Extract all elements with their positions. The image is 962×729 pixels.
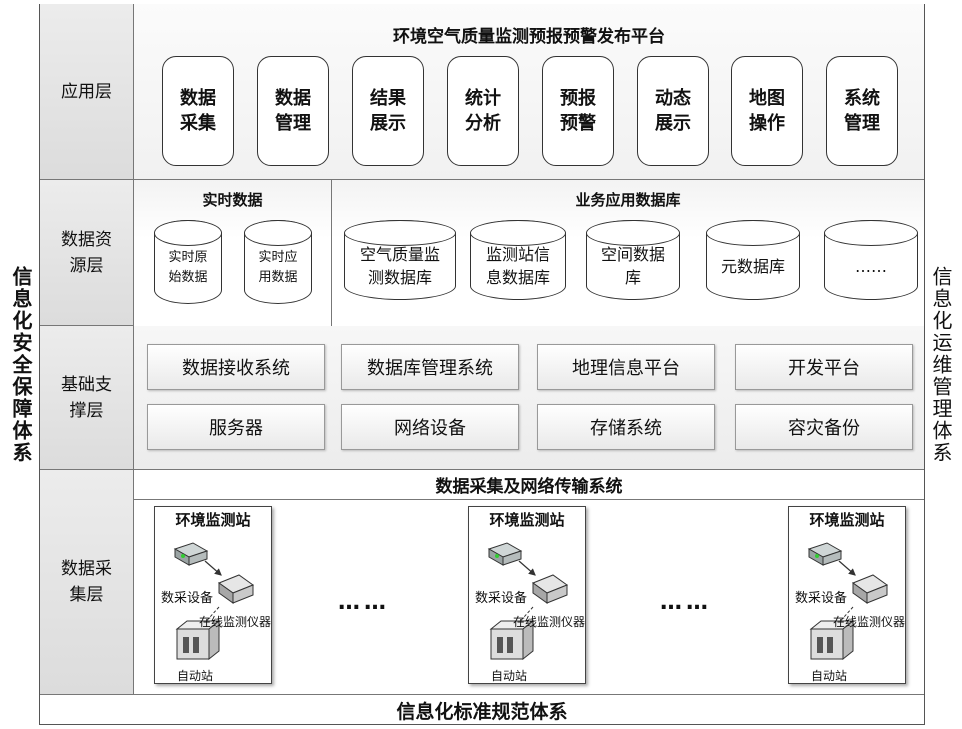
business-database-title: 业务应用数据库: [575, 191, 681, 209]
air-quality-db: 空气质量监 测数据库: [343, 219, 457, 300]
gis-platform: 地理信息平台: [537, 344, 715, 390]
module-system-management: 系统 管理: [826, 56, 898, 166]
auto-station-label: 自动站: [811, 669, 848, 683]
monitor-instrument-label: 在线监测仪器: [513, 615, 586, 629]
operations-system-label: 信息化运维管理体系: [929, 265, 953, 464]
layer-label-base-support: 基础支 撑层: [40, 326, 134, 470]
station-devices-icon: [173, 542, 255, 661]
layer-label-application: 应用层: [40, 4, 134, 180]
daq-device-icon: [487, 542, 523, 566]
station-ellipsis: ……: [338, 590, 390, 615]
auto-station-icon: [809, 619, 855, 661]
database-management-system: 数据库管理系统: [341, 344, 519, 390]
realtime-raw-data-db: 实时原 始数据: [153, 219, 223, 304]
auto-station-label: 自动站: [491, 669, 528, 683]
station-info-db: 监测站信 息数据库: [469, 219, 567, 300]
storage-system: 存储系统: [537, 404, 715, 450]
daq-device-label: 数采设备: [795, 591, 848, 606]
development-platform: 开发平台: [735, 344, 913, 390]
module-statistics: 统计 分析: [447, 56, 519, 166]
auto-station-icon: [489, 619, 535, 661]
transport-system-title: 数据采集及网络传输系统: [134, 470, 924, 500]
auto-station-icon: [175, 619, 221, 661]
module-map-operation: 地图 操作: [731, 56, 803, 166]
daq-device-label: 数采设备: [161, 591, 214, 606]
standards-system-title: 信息化标准规范体系: [396, 700, 568, 723]
monitor-instrument-label: 在线监测仪器: [833, 615, 906, 629]
platform-title: 环境空气质量监测预报预警发布平台: [393, 27, 665, 47]
application-layer: 环境空气质量监测预报预警发布平台 数据 采集 数据 管理 结果 展示 统计 分析…: [134, 4, 924, 180]
layer-label-data-resource: 数据资 源层: [40, 180, 134, 326]
station-ellipsis: ……: [660, 590, 712, 615]
module-data-collection: 数据 采集: [162, 56, 234, 166]
spatial-db: 空间数据 库: [585, 219, 681, 300]
module-dynamic-display: 动态 展示: [637, 56, 709, 166]
realtime-app-data-db: 实时应 用数据: [243, 219, 313, 304]
daq-device-label: 数采设备: [475, 591, 528, 606]
disaster-backup: 容灾备份: [735, 404, 913, 450]
station-title: 环境监测站: [809, 511, 885, 529]
module-forecast-warning: 预报 预警: [542, 56, 614, 166]
network-equipment: 网络设备: [341, 404, 519, 450]
security-system-bar: 信息化安全保障体系: [4, 4, 40, 725]
business-database-section: 业务应用数据库 空气质量监 测数据库 监测站信 息数据库 空间数据 库 元数据库…: [332, 180, 924, 326]
base-support-layer: 数据接收系统 数据库管理系统 地理信息平台 开发平台 服务器 网络设备 存储系统…: [134, 326, 924, 470]
realtime-data-section: 实时数据 实时原 始数据 实时应 用数据: [134, 180, 332, 326]
realtime-data-title: 实时数据: [202, 191, 263, 209]
monitoring-station: 环境监测站 数采设备: [788, 506, 906, 684]
server: 服务器: [147, 404, 325, 450]
station-devices-icon: [807, 542, 889, 661]
monitor-instrument-label: 在线监测仪器: [199, 615, 272, 629]
monitor-instrument-icon: [217, 574, 255, 604]
daq-device-icon: [807, 542, 843, 566]
monitoring-station: 环境监测站 数采设备: [468, 506, 586, 684]
data-collection-layer: 数据采集及网络传输系统 环境监测站: [134, 470, 924, 695]
module-data-management: 数据 管理: [257, 56, 329, 166]
monitor-instrument-icon: [851, 574, 889, 604]
monitoring-station: 环境监测站 数采设备: [154, 506, 272, 684]
data-receive-system: 数据接收系统: [147, 344, 325, 390]
station-title: 环境监测站: [175, 511, 251, 529]
station-devices-icon: [487, 542, 569, 661]
data-resource-layer: 实时数据 实时原 始数据 实时应 用数据 业务应用数据库 空气质量监 测数据库 …: [134, 180, 924, 326]
metadata-db: 元数据库: [705, 219, 801, 300]
layer-label-data-collection: 数据采 集层: [40, 470, 134, 695]
daq-device-icon: [173, 542, 209, 566]
security-system-label: 信息化安全保障体系: [9, 265, 33, 464]
module-result-display: 结果 展示: [352, 56, 424, 166]
more-db: ……: [823, 219, 919, 300]
operations-system-bar: 信息化运维管理体系: [924, 4, 958, 725]
station-title: 环境监测站: [489, 511, 565, 529]
auto-station-label: 自动站: [177, 669, 214, 683]
monitor-instrument-icon: [531, 574, 569, 604]
